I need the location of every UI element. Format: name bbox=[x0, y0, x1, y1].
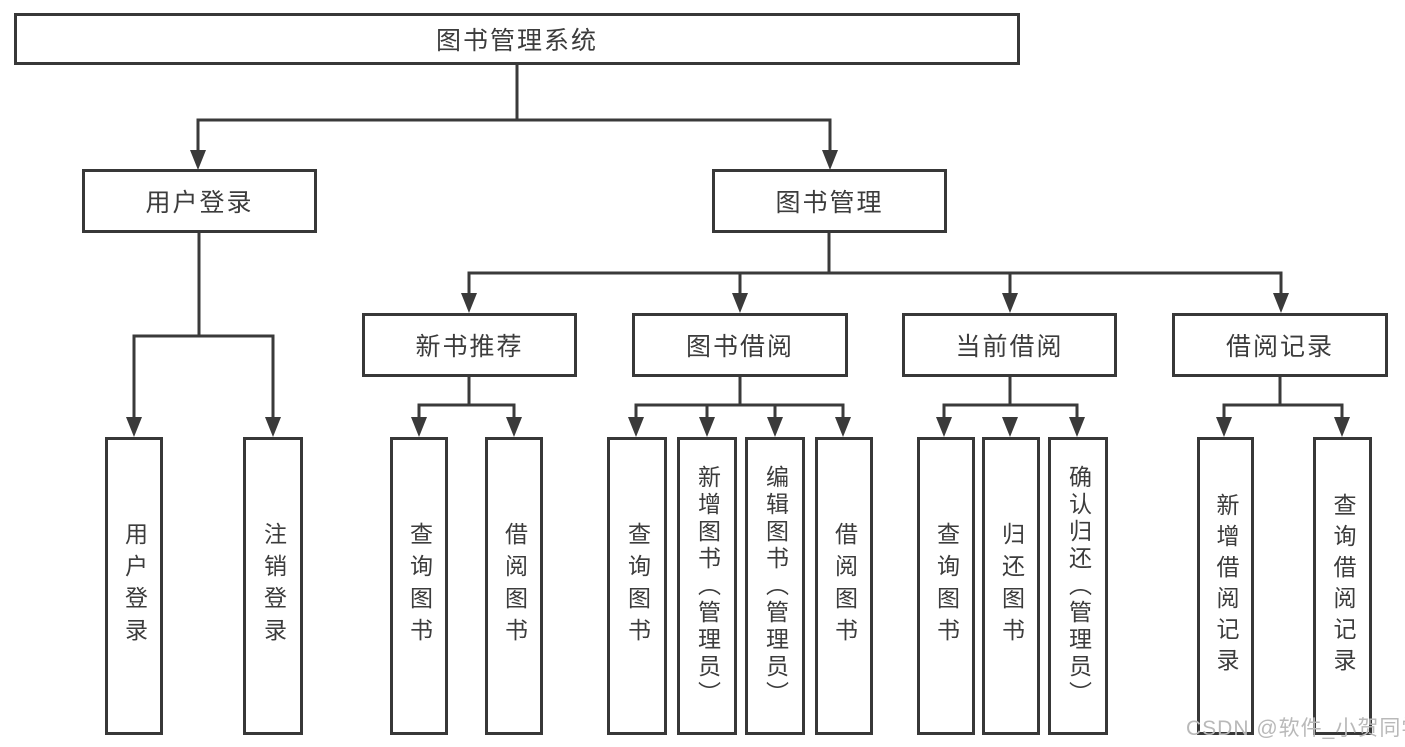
leaf-confirm-return-admin: 确认归还（管理员） bbox=[1048, 437, 1108, 735]
arrowheads bbox=[126, 150, 1350, 437]
node-current-borrowing: 当前借阅 bbox=[902, 313, 1117, 377]
node-book-borrowing: 图书借阅 bbox=[632, 313, 848, 377]
leaf-query-borrow-record: 查询借阅记录 bbox=[1313, 437, 1372, 735]
leaf-query-books-current: 查询图书 bbox=[917, 437, 975, 735]
leaf-logout: 注销登录 bbox=[243, 437, 303, 735]
leaf-add-book-admin: 新增图书（管理员） bbox=[677, 437, 737, 735]
leaf-add-borrow-record: 新增借阅记录 bbox=[1197, 437, 1254, 735]
leaf-query-books-borrowing: 查询图书 bbox=[607, 437, 667, 735]
leaf-query-books-newbook: 查询图书 bbox=[390, 437, 448, 735]
node-user-login: 用户登录 bbox=[82, 169, 317, 233]
leaf-user-login: 用户登录 bbox=[105, 437, 163, 735]
leaf-borrow-books-newbook: 借阅图书 bbox=[485, 437, 543, 735]
leaf-return-books: 归还图书 bbox=[982, 437, 1040, 735]
leaf-borrow-books-borrowing: 借阅图书 bbox=[815, 437, 873, 735]
node-borrow-records: 借阅记录 bbox=[1172, 313, 1388, 377]
node-new-book-recommend: 新书推荐 bbox=[362, 313, 577, 377]
csdn-watermark: CSDN @软件_小贺同学 bbox=[1186, 717, 1405, 740]
node-library-system: 图书管理系统 bbox=[14, 13, 1020, 65]
leaf-edit-book-admin: 编辑图书（管理员） bbox=[745, 437, 805, 735]
node-book-management: 图书管理 bbox=[712, 169, 947, 233]
